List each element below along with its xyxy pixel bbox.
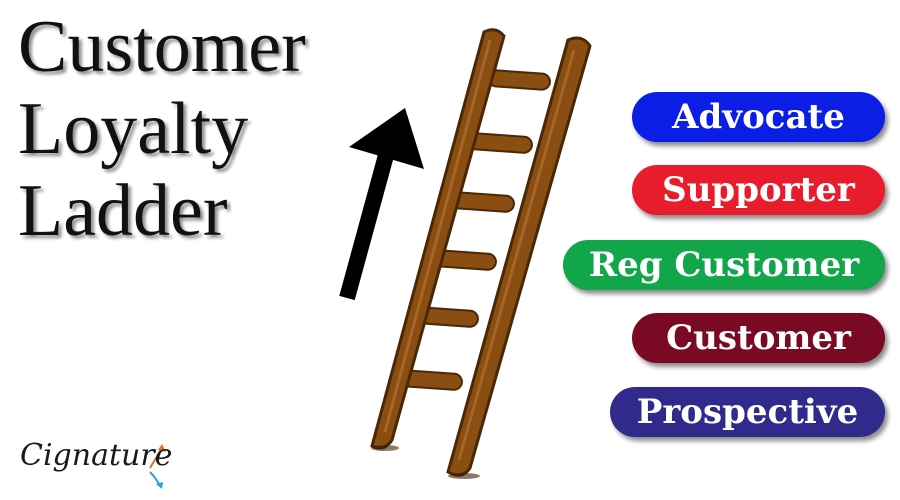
level-reg-customer: Reg Customer <box>563 240 885 290</box>
title-line-3: Ladder <box>18 170 228 252</box>
brand-logo: Cignature <box>20 438 173 473</box>
level-customer: Customer <box>632 313 885 363</box>
title-line-1: Customer <box>18 6 306 88</box>
page-title: Customer Loyalty Ladder <box>18 6 306 252</box>
level-advocate: Advocate <box>632 92 885 142</box>
title-line-2: Loyalty <box>18 88 249 170</box>
ladder-illustration <box>370 28 592 479</box>
level-supporter: Supporter <box>632 165 885 215</box>
level-prospective: Prospective <box>610 387 885 437</box>
up-arrow-icon <box>339 108 424 301</box>
logo-mark-icon <box>149 444 166 489</box>
